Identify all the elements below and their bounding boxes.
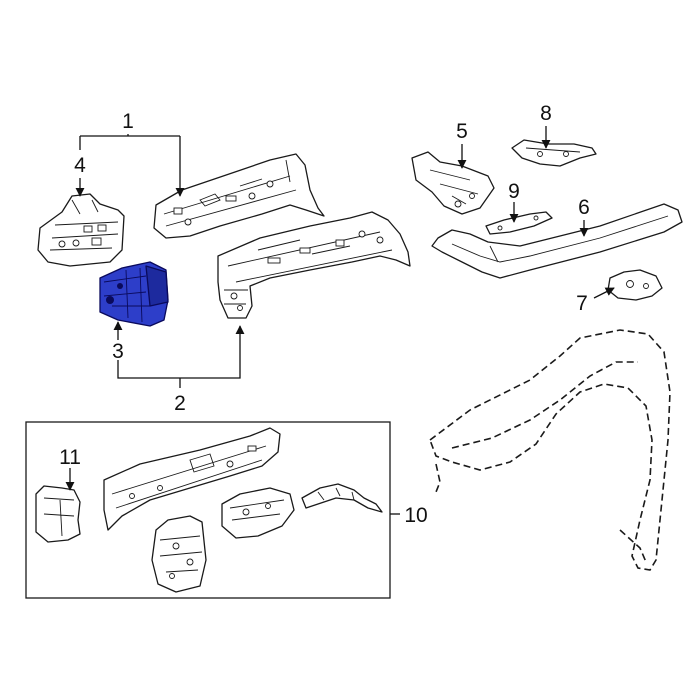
kit-rail[interactable] <box>103 427 281 531</box>
part-1-front-side-member[interactable] <box>153 153 325 239</box>
callout-11: 11 <box>59 446 81 469</box>
callout-7: 7 <box>576 292 588 315</box>
group-box-10 <box>25 421 391 599</box>
callout-9: 9 <box>508 180 520 203</box>
part-11-bracket[interactable] <box>35 485 81 543</box>
callout-10: 10 <box>404 504 427 527</box>
part-6-rail[interactable] <box>431 203 683 279</box>
leader-lines <box>65 126 615 515</box>
callout-1: 1 <box>122 110 134 133</box>
callout-5: 5 <box>456 120 468 143</box>
callout-8: 8 <box>540 102 552 125</box>
fender-outline <box>429 329 671 571</box>
kit-curved-piece[interactable] <box>301 483 383 513</box>
kit-bracket[interactable] <box>221 487 295 539</box>
callout-6: 6 <box>578 196 590 219</box>
part-9-strip[interactable] <box>485 211 553 235</box>
part-8-plate[interactable] <box>511 139 597 167</box>
part-5-bracket[interactable] <box>411 151 495 215</box>
kit-lower-plate[interactable] <box>151 515 207 593</box>
part-4-apron-reinforcement[interactable] <box>37 193 125 267</box>
callout-4: 4 <box>74 154 86 177</box>
callout-2: 2 <box>174 392 186 415</box>
callout-3: 3 <box>112 340 124 363</box>
part-3-highlighted-bracket[interactable] <box>99 261 169 327</box>
part-2-front-side-member[interactable] <box>217 211 411 319</box>
part-7-bracket[interactable] <box>607 269 663 301</box>
